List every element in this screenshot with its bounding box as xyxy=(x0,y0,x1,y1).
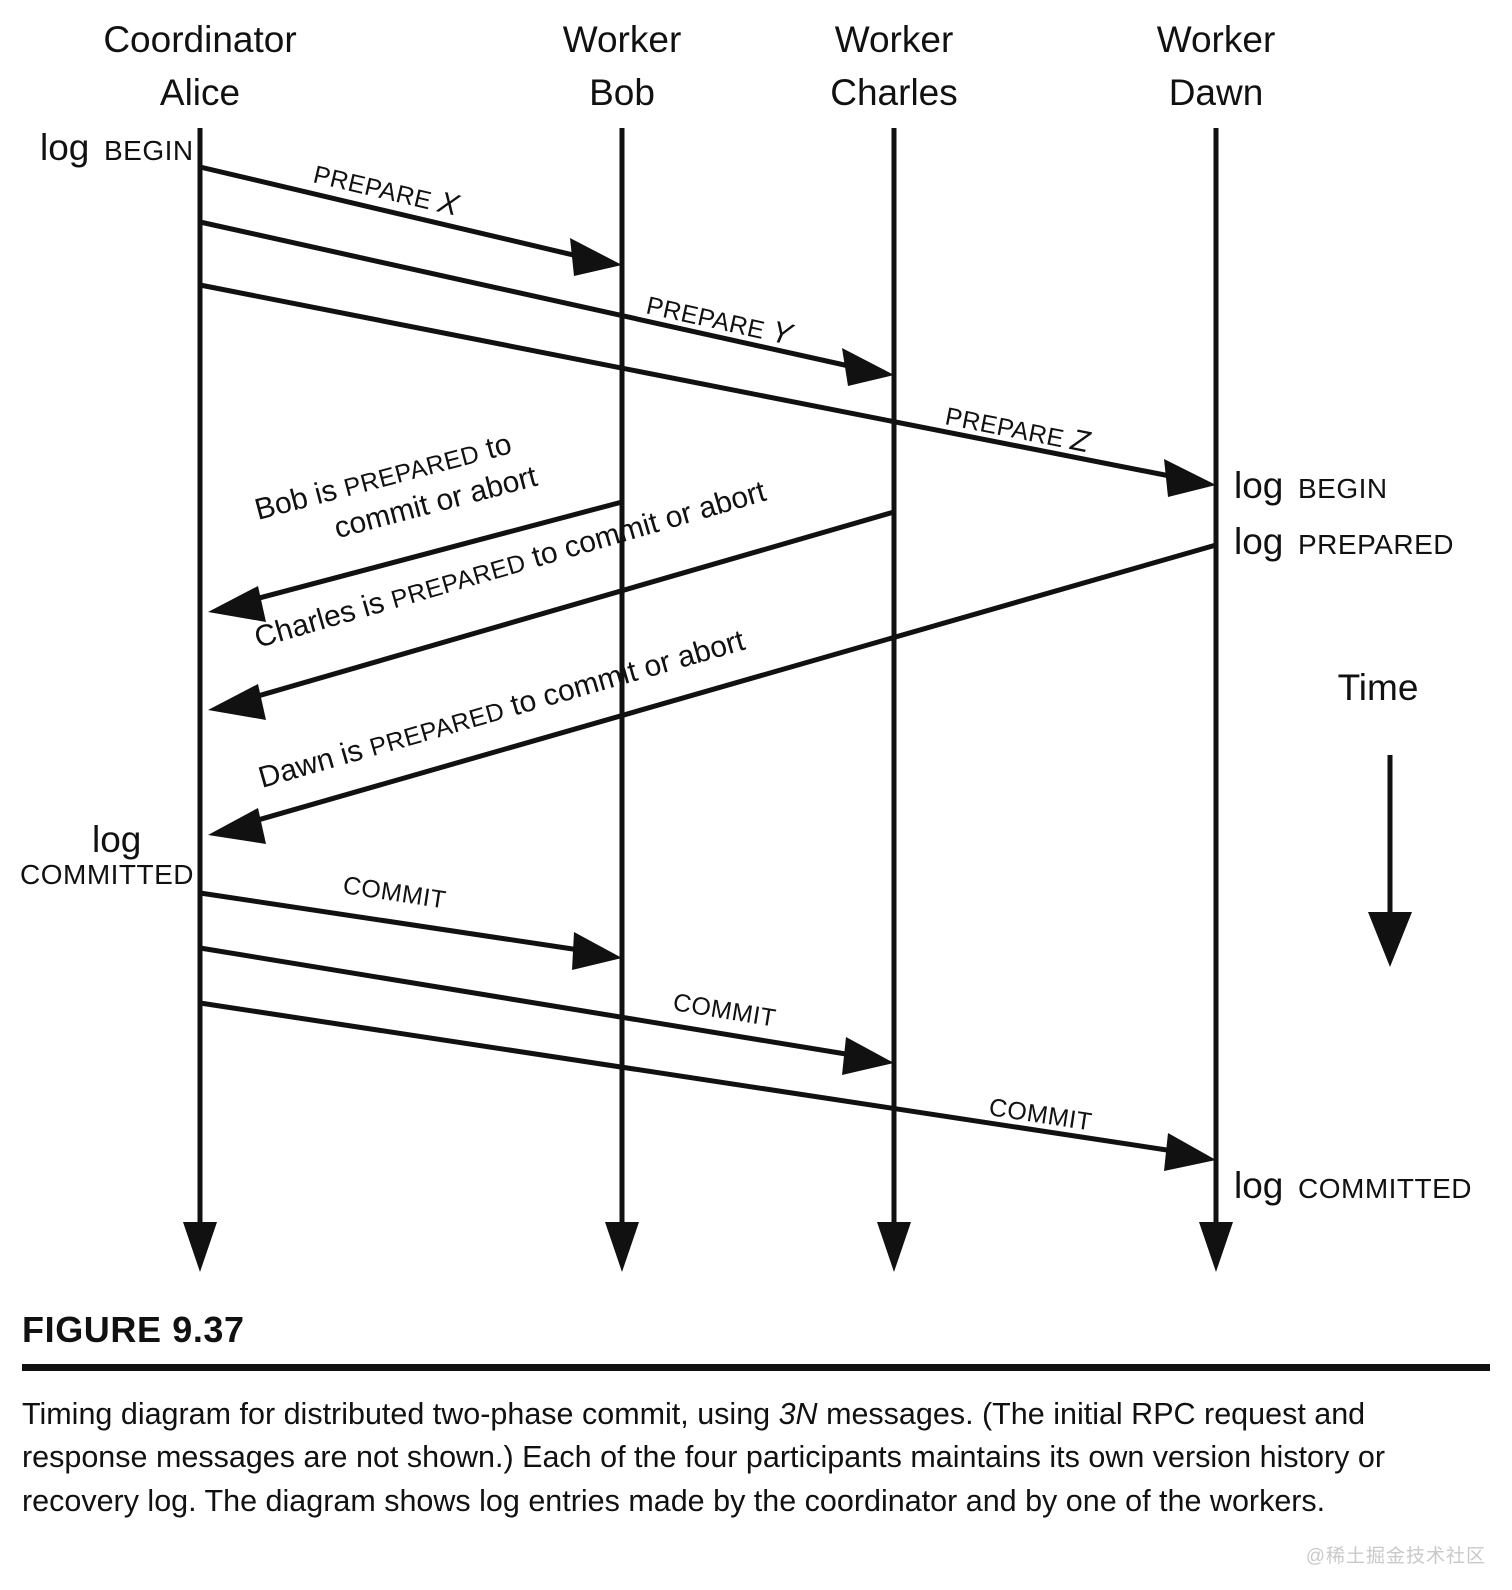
message-prepare-y-line xyxy=(199,219,859,371)
message-prepare-z-arrowhead xyxy=(1164,459,1216,497)
figure-caption-text: Timing diagram for distributed two-phase… xyxy=(22,1393,1477,1523)
message-dawn-prepared-line xyxy=(243,542,1217,827)
caption-part-1: Timing diagram for distributed two-phase… xyxy=(22,1397,779,1431)
lifeline-name-dawn: Dawn xyxy=(1169,72,1264,113)
lifeline-charles-arrowhead xyxy=(877,1222,911,1272)
message-bob-prepared-arrowhead xyxy=(208,586,266,622)
log-entry-alice-begin-word: log xyxy=(40,127,89,168)
message-prepare-y-label: PREPARE Y xyxy=(643,288,796,353)
log-entry-dawn-prepared: log PREPARED xyxy=(1234,521,1454,562)
message-commit-bob: COMMIT xyxy=(199,871,622,970)
message-prepare-z-label: PREPARE Z xyxy=(943,398,1094,459)
log-entry-dawn-begin-word: log xyxy=(1234,465,1283,506)
message-commit-dawn: COMMIT xyxy=(199,1000,1216,1171)
message-prepare-y-arrowhead xyxy=(842,348,894,386)
log-entry-alice-begin-tag: BEGIN xyxy=(104,135,194,166)
log-entry-alice-committed-word: log xyxy=(92,819,141,860)
caption-italic-3n: 3N xyxy=(778,1397,818,1431)
figure-number: FIGURE 9.37 xyxy=(22,1309,245,1350)
message-commit-bob-arrowhead xyxy=(572,932,622,970)
lifeline-dawn-arrowhead xyxy=(1199,1222,1233,1272)
lifeline-name-alice: Alice xyxy=(160,72,240,113)
caption-divider xyxy=(22,1364,1490,1371)
caption-part-2: messages. (The initial RPC request and r… xyxy=(22,1397,1385,1518)
message-dawn-prepared-arrowhead xyxy=(208,808,266,844)
log-entry-dawn-committed-word: log xyxy=(1234,1165,1283,1206)
time-axis: Time xyxy=(1338,667,1419,967)
log-entry-dawn-committed: log COMMITTED xyxy=(1234,1165,1472,1206)
log-entry-alice-committed: log COMMITTED xyxy=(20,819,194,890)
message-dawn-prepared-label: Dawn is PREPARED to commit or abort xyxy=(255,624,749,795)
message-prepare-x: PREPARE X xyxy=(199,161,622,276)
timing-diagram: Coordinator Alice Worker Bob Worker Char… xyxy=(20,19,1472,1272)
message-bob-prepared-line xyxy=(243,499,623,605)
lifelines xyxy=(183,128,1233,1272)
message-commit-dawn-arrowhead xyxy=(1164,1133,1216,1171)
log-entry-alice-committed-tag: COMMITTED xyxy=(20,859,194,890)
lifeline-headers: Coordinator Alice Worker Bob Worker Char… xyxy=(103,19,1275,113)
message-prepare-z-line xyxy=(199,282,1181,481)
log-entry-dawn-begin: log BEGIN xyxy=(1234,465,1388,506)
log-entry-alice-begin: log BEGIN xyxy=(40,127,194,168)
log-entry-dawn-begin-tag: BEGIN xyxy=(1298,473,1388,504)
message-commit-charles-arrowhead xyxy=(842,1037,894,1075)
message-prepare-x-arrowhead xyxy=(570,238,622,276)
watermark: @稀土掘金技术社区 xyxy=(1305,1546,1486,1567)
message-prepare-y: PREPARE Y xyxy=(199,219,894,386)
lifeline-role-charles: Worker xyxy=(835,19,954,60)
message-commit-bob-line xyxy=(199,890,587,954)
time-axis-label: Time xyxy=(1338,667,1419,708)
message-commit-bob-label: COMMIT xyxy=(341,871,448,914)
lifeline-role-dawn: Worker xyxy=(1157,19,1276,60)
message-charles-prepared-arrowhead xyxy=(208,684,266,720)
log-entry-dawn-committed-tag: COMMITTED xyxy=(1298,1173,1472,1204)
log-entry-dawn-prepared-word: log xyxy=(1234,521,1283,562)
lifeline-name-bob: Bob xyxy=(589,72,655,113)
message-bob-prepared-label: Bob is PREPARED to commit or abort xyxy=(251,423,541,563)
message-commit-charles-line xyxy=(199,945,859,1059)
message-dawn-prepared: Dawn is PREPARED to commit or abort xyxy=(208,542,1217,844)
log-entry-dawn-prepared-tag: PREPARED xyxy=(1298,529,1454,560)
lifeline-alice-arrowhead xyxy=(183,1222,217,1272)
message-charles-prepared-line xyxy=(243,509,895,703)
lifeline-role-alice: Coordinator xyxy=(103,19,296,60)
message-commit-dawn-line xyxy=(199,1000,1181,1155)
lifeline-bob-arrowhead xyxy=(605,1222,639,1272)
lifeline-name-charles: Charles xyxy=(830,72,958,113)
lifeline-role-bob: Worker xyxy=(563,19,682,60)
message-prepare-x-line xyxy=(199,164,587,261)
time-axis-arrowhead xyxy=(1368,912,1412,967)
figure-caption-block: FIGURE 9.37 Timing diagram for distribut… xyxy=(0,1290,1512,1590)
